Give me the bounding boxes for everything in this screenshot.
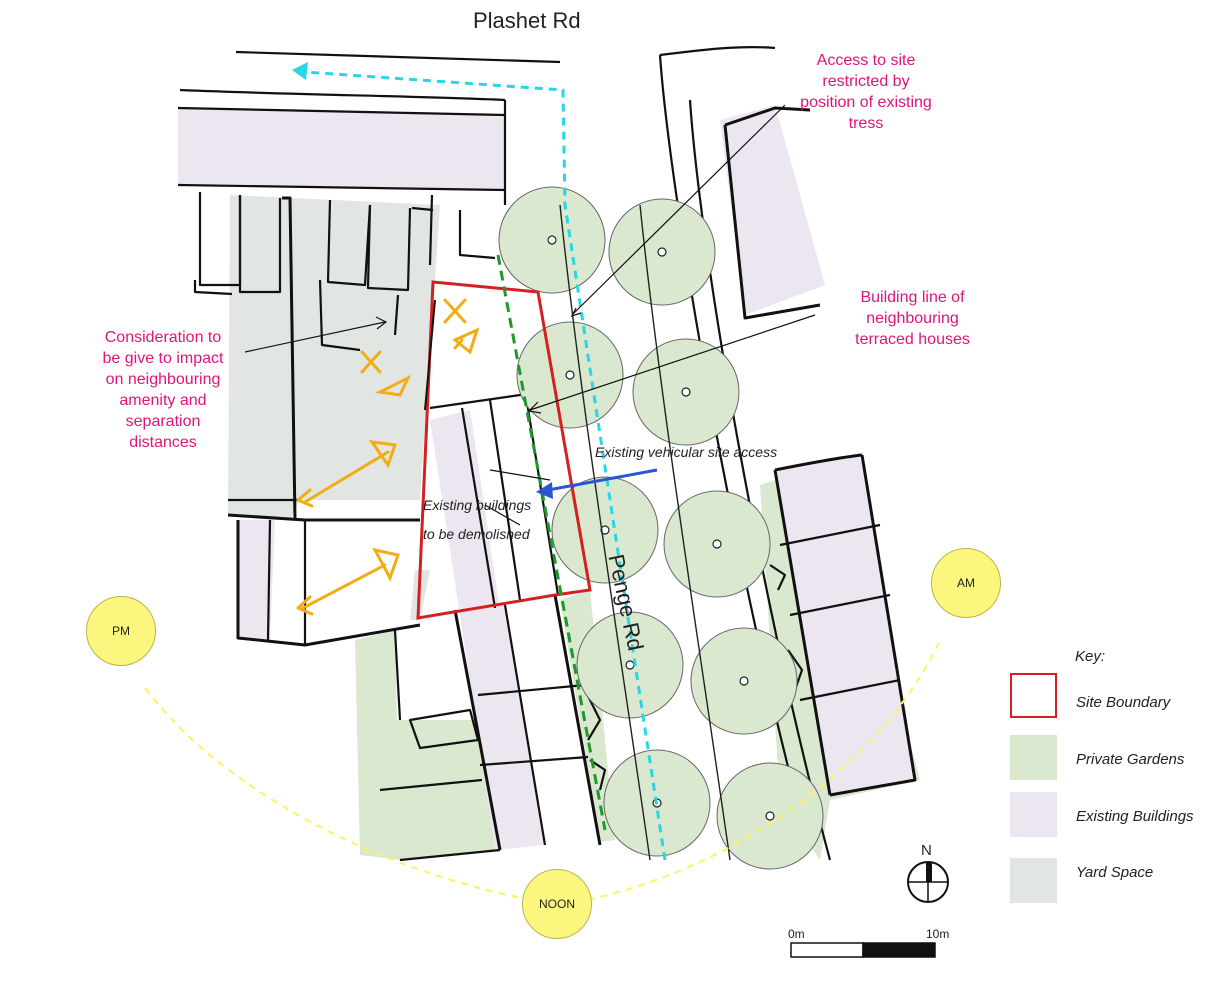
leader-lines [244, 104, 816, 526]
key-swatch-yard-space [1010, 858, 1057, 903]
key-title: Key: [1075, 648, 1106, 665]
access-route-arrowhead [292, 62, 308, 80]
building-outlines [177, 46, 917, 862]
scale-bar [790, 942, 936, 958]
existing-building-top [178, 108, 505, 190]
scale-end-label: 10m [926, 927, 950, 941]
scale-start-label: 0m [788, 927, 805, 941]
existing-building-right-top [720, 105, 825, 315]
key-label-existing-buildings: Existing Buildings [1076, 808, 1194, 825]
penge-road-edges [559, 204, 731, 861]
key-swatch-private-gardens [1010, 735, 1057, 780]
road-label-plashet: Plashet Rd [473, 8, 581, 33]
overlooking-markup [296, 298, 480, 616]
annotation-building-line: Building line of neighbouring terraced h… [855, 289, 970, 348]
sun-noon: NOON [522, 869, 592, 939]
annotation-access-restricted: Access to site restricted by position of… [800, 52, 932, 132]
north-label: N [921, 842, 932, 859]
building-line [496, 254, 607, 831]
annotation-consideration: Consideration to be give to impact on ne… [102, 329, 224, 451]
key-swatch-site-boundary [1010, 673, 1057, 718]
existing-buildings-in-site [430, 410, 500, 615]
north-symbol [907, 861, 949, 903]
key-label-site-boundary: Site Boundary [1076, 694, 1171, 711]
vehicular-access-arrow [547, 468, 658, 492]
label-demolish-line2: to be demolished [423, 526, 530, 542]
sun-pm: PM [86, 596, 156, 666]
key-swatch-existing-buildings [1010, 792, 1057, 837]
access-route-line [304, 70, 667, 861]
existing-building-lower-left [238, 520, 275, 640]
private-garden-bottom-left-2 [380, 720, 500, 860]
private-garden-road-edge [560, 590, 615, 842]
existing-buildings-bottom [460, 605, 545, 850]
label-demolish-line1: Existing buildings [423, 497, 532, 513]
site-boundary-inner-line [424, 299, 436, 411]
key-label-yard-space: Yard Space [1076, 864, 1154, 881]
label-vehicular-access: Existing vehicular site access [595, 444, 778, 460]
key-label-private-gardens: Private Gardens [1076, 751, 1185, 768]
site-boundary [416, 280, 592, 620]
vehicular-access-arrowhead [536, 482, 553, 499]
sun-am: AM [931, 548, 1001, 618]
private-garden-bottom-left [355, 630, 400, 860]
